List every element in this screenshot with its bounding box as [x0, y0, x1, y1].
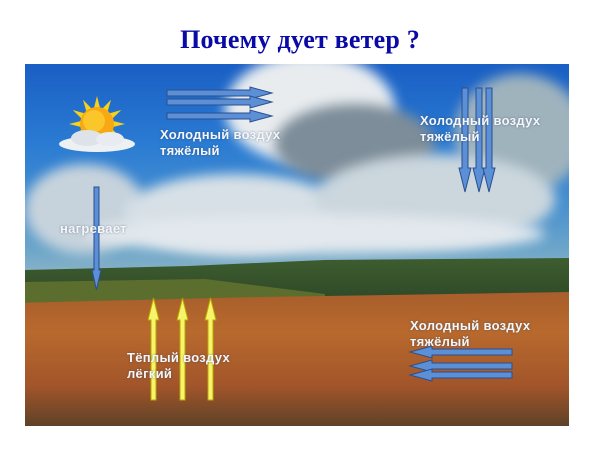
- cold-air-label-top-left: Холодный воздух тяжёлый: [160, 127, 280, 159]
- cold-air-label-top-right: Холодный воздух тяжёлый: [420, 113, 540, 145]
- down-arrows-icon: [458, 87, 496, 193]
- label-line: тяжёлый: [410, 334, 470, 349]
- cloud-shape: [85, 214, 545, 254]
- label-line: тяжёлый: [160, 143, 220, 158]
- cold-air-label-bottom-right: Холодный воздух тяжёлый: [410, 318, 530, 350]
- up-arrows-icon: [147, 297, 217, 401]
- right-arrows-icon: [166, 86, 274, 123]
- label-line: Холодный воздух: [410, 318, 531, 333]
- left-arrows-icon: [408, 345, 513, 382]
- brown-field: [25, 292, 569, 426]
- page-title: Почему дует ветер ?: [180, 25, 420, 54]
- sun-behind-cloud-icon: [59, 96, 135, 152]
- label-line: тяжёлый: [420, 129, 480, 144]
- label-line: Холодный воздух: [160, 127, 281, 142]
- label-line: лёгкий: [127, 366, 173, 381]
- label-line: Холодный воздух: [420, 113, 541, 128]
- down-arrow-icon: [91, 186, 102, 291]
- heats-label: нагревает: [60, 221, 127, 236]
- label-line: Тёплый воздух: [127, 350, 230, 365]
- warm-air-label: Тёплый воздух лёгкий: [127, 350, 230, 382]
